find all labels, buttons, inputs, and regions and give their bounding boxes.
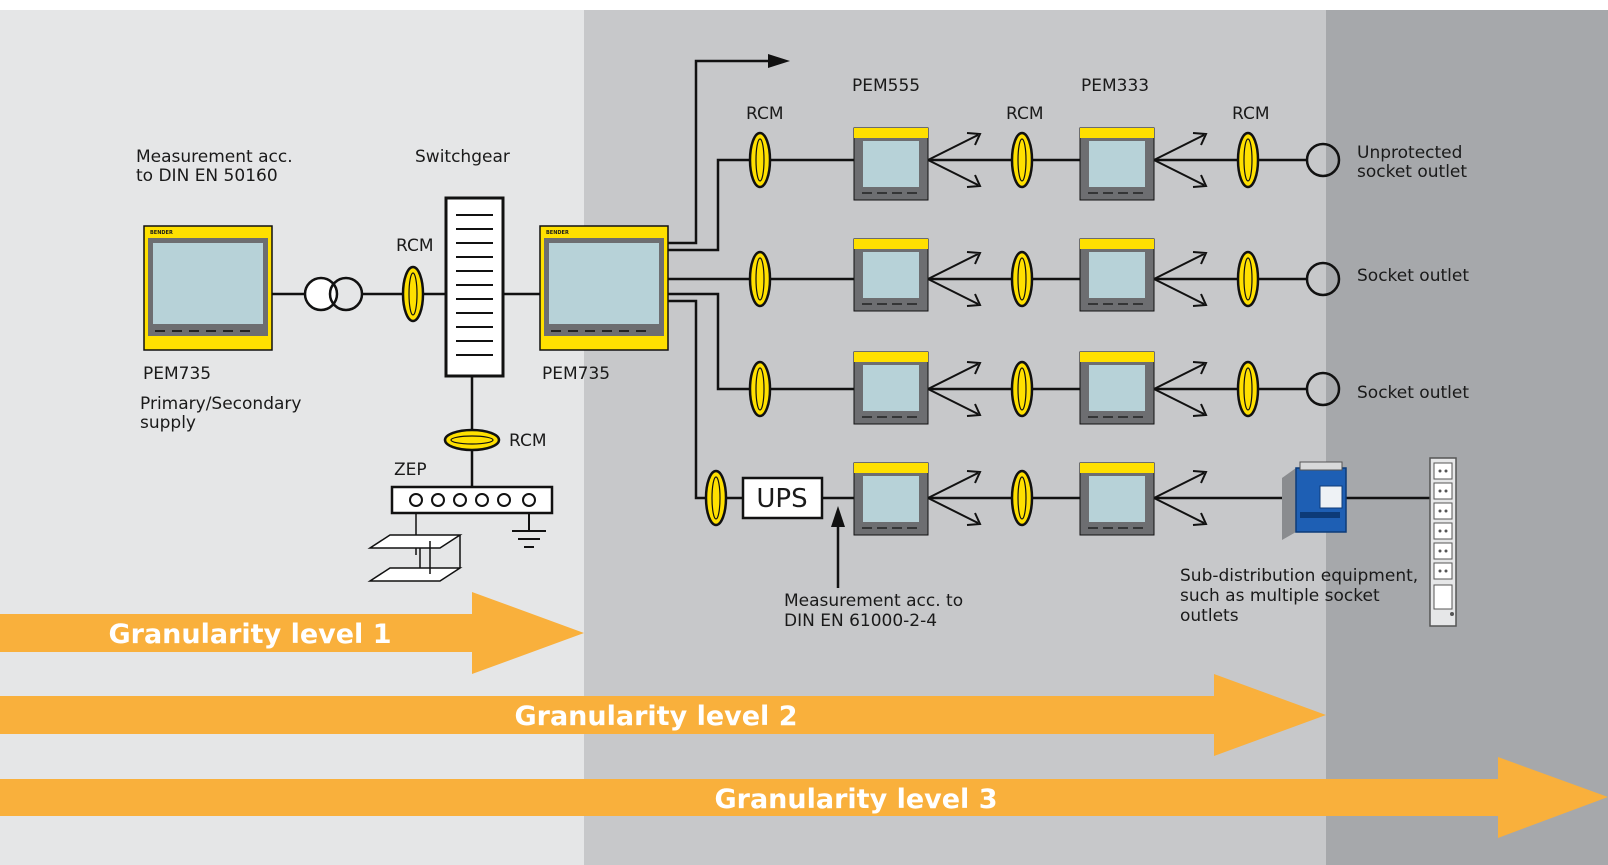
- granularity-level-2-label: Granularity level 2: [514, 701, 797, 732]
- pem735-device-main: BENDER: [539, 225, 669, 351]
- granularity-level-3-label: Granularity level 3: [714, 784, 997, 815]
- rcm-sensor-icon: [748, 360, 772, 418]
- switchgear-icon: [444, 196, 505, 378]
- ups-box: UPS: [741, 476, 824, 520]
- pem333-label: PEM333: [1081, 76, 1149, 96]
- rcm-sensor-icon: [1010, 131, 1034, 189]
- fan-arrow-pem333-row4: [1153, 470, 1208, 526]
- fan-arrow-pem333-row3: [1153, 361, 1208, 417]
- socket-outlets: [1305, 142, 1341, 407]
- steel-beam-icon: [367, 513, 463, 582]
- ups-label: UPS: [756, 484, 807, 514]
- socket-outlet-icon: [1305, 261, 1341, 297]
- rcm-sensors: [401, 131, 1260, 527]
- small-devices: [853, 127, 1155, 536]
- device-brand-text: BENDER: [546, 230, 569, 236]
- pem555-device: [853, 462, 929, 536]
- measurement-61000-label: DIN EN 61000-2-4: [784, 611, 937, 631]
- rcm-label: RCM: [1232, 104, 1270, 124]
- rcm-sensor-icon: [1236, 131, 1260, 189]
- rcm-sensor-icon: [704, 469, 728, 527]
- rcm-sensor-icon: [1010, 469, 1034, 527]
- pem333-device: [1079, 462, 1155, 536]
- din-rail-meter-icon: [1282, 461, 1347, 540]
- rcm-label: RCM: [509, 431, 547, 451]
- measurement-50160-label: to DIN EN 50160: [136, 166, 278, 186]
- fan-arrows: [927, 132, 1208, 526]
- rcm-sensor-icon: [1236, 250, 1260, 308]
- fan-arrow-pem333-row1: [1153, 132, 1208, 188]
- rcm-sensor-icon: [443, 428, 501, 452]
- fan-arrow-pem555-row4: [927, 470, 982, 526]
- socket-outlet-label: Socket outlet: [1357, 266, 1469, 286]
- pem735-device-supply: BENDER: [143, 225, 273, 351]
- rcm-label: RCM: [746, 104, 784, 124]
- transformer-icon: [303, 276, 364, 312]
- rcm-sensor-icon: [748, 250, 772, 308]
- rcm-sensor-icon: [1010, 250, 1034, 308]
- multiple-socket-strip-icon: [1429, 457, 1457, 627]
- socket-outlet-label: Socket outlet: [1357, 383, 1469, 403]
- subdistribution-label: such as multiple socket: [1180, 586, 1380, 606]
- pem333-device: [1079, 351, 1155, 425]
- device-brand-text: BENDER: [150, 230, 173, 236]
- pem333-device: [1079, 238, 1155, 312]
- pem555-label: PEM555: [852, 76, 920, 96]
- subdistribution-label: Sub-distribution equipment,: [1180, 566, 1418, 586]
- supply-label: supply: [140, 413, 196, 433]
- zep-label: ZEP: [394, 460, 427, 480]
- zep-busbar-icon: [367, 485, 554, 582]
- fan-arrow-pem555-row1: [927, 132, 982, 188]
- granularity-level-1-label: Granularity level 1: [108, 619, 391, 650]
- pem735-label: PEM735: [143, 364, 211, 384]
- pem555-device: [853, 238, 929, 312]
- rcm-label: RCM: [396, 236, 434, 256]
- granularity-arrow-1: Granularity level 1: [0, 592, 584, 674]
- labels: Measurement acc. to DIN EN 50160 Switchg…: [136, 76, 1469, 631]
- ground-icon: [512, 513, 546, 548]
- rcm-sensor-icon: [1236, 360, 1260, 418]
- socket-outlet-icon: [1305, 371, 1341, 407]
- switchgear-label: Switchgear: [415, 147, 510, 167]
- zone-level-3: [1326, 10, 1608, 865]
- measurement-50160-label: Measurement acc.: [136, 147, 293, 167]
- subdistribution-label: outlets: [1180, 606, 1239, 626]
- granularity-arrow-3: Granularity level 3: [0, 757, 1608, 838]
- unprotected-socket-label: Unprotected: [1357, 143, 1462, 163]
- socket-outlet-icon: [1305, 142, 1341, 178]
- rcm-sensor-icon: [401, 265, 425, 323]
- supply-label: Primary/Secondary: [140, 394, 301, 414]
- pem333-device: [1079, 127, 1155, 201]
- rcm-label: RCM: [1006, 104, 1044, 124]
- fan-arrow-pem555-row3: [927, 361, 982, 417]
- rcm-sensor-icon: [1010, 360, 1034, 418]
- rcm-sensor-icon: [748, 131, 772, 189]
- fan-arrow-pem555-row2: [927, 251, 982, 307]
- pem735-label: PEM735: [542, 364, 610, 384]
- pem555-device: [853, 351, 929, 425]
- granularity-arrow-2: Granularity level 2: [0, 674, 1326, 756]
- measurement-61000-label: Measurement acc. to: [784, 591, 963, 611]
- fan-arrow-pem333-row2: [1153, 251, 1208, 307]
- unprotected-socket-label: socket outlet: [1357, 162, 1467, 182]
- pem555-device: [853, 127, 929, 201]
